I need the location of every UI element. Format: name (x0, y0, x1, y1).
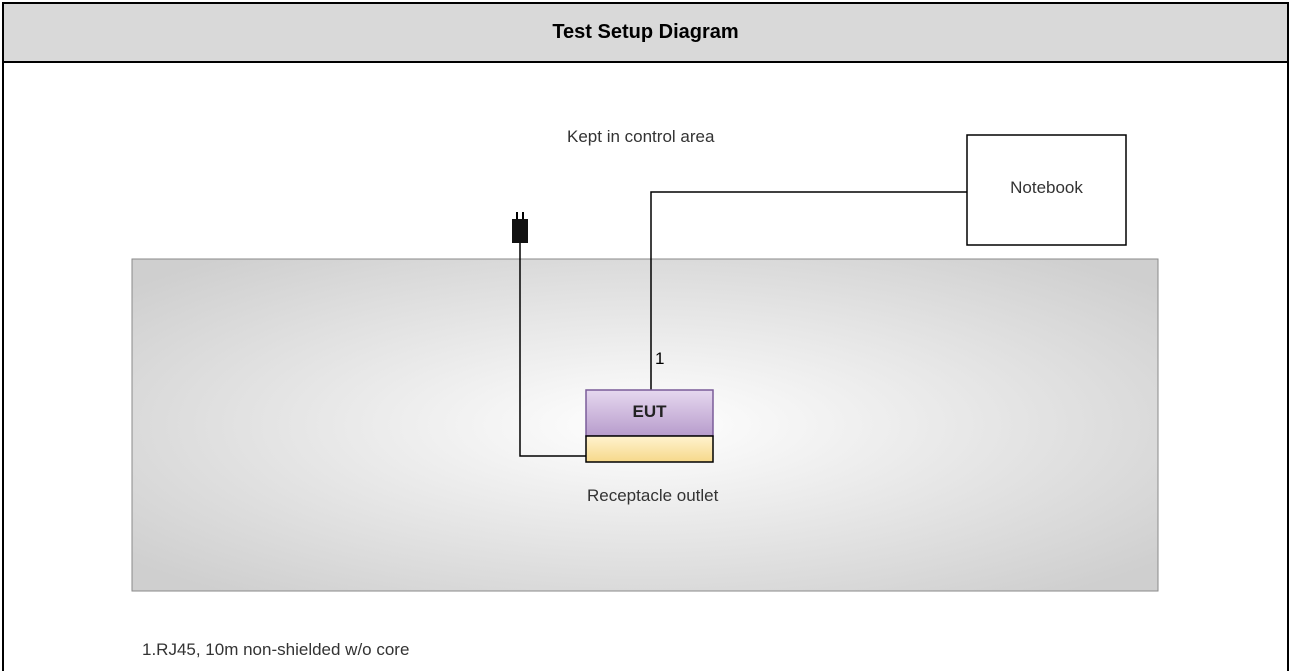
power-plug-icon (512, 212, 528, 243)
page-title: Test Setup Diagram (552, 21, 739, 43)
lan-cable-line (650, 191, 967, 390)
receptacle-outlet-label: Receptacle outlet (587, 486, 719, 505)
notebook-label: Notebook (1010, 178, 1083, 197)
eut-box (585, 389, 714, 437)
cable-number-label: 1 (655, 349, 665, 368)
receptacle-outlet-box (585, 435, 714, 463)
power-cord-line (519, 243, 586, 457)
control-area-label: Kept in control area (567, 127, 715, 146)
notebook-box (966, 134, 1127, 246)
eut-label: EUT (632, 402, 667, 421)
cable-footnote: 1.RJ45, 10m non-shielded w/o core (142, 640, 410, 659)
header-bar: Test Setup Diagram (4, 4, 1287, 63)
